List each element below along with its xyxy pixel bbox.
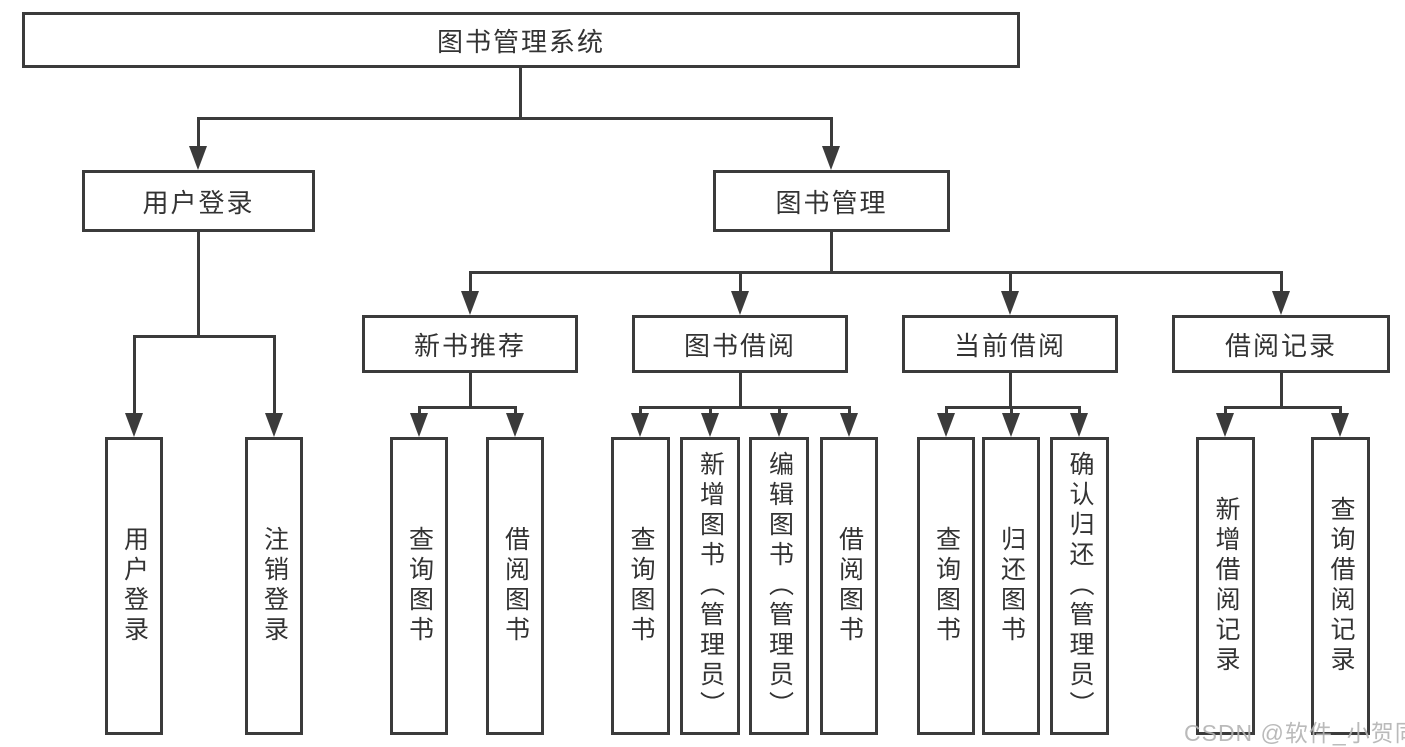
node-user-login: 用户登录: [82, 170, 315, 232]
leaf-user-login: 用户登录: [105, 437, 163, 735]
arrow-down-icon: [701, 413, 719, 437]
connector-current-borrowing-drop: [1077, 407, 1081, 417]
connector-borrowing-records-bar: [1223, 405, 1342, 409]
arrow-down-icon: [1216, 413, 1234, 437]
arrow-down-icon: [1272, 291, 1290, 315]
connector-book-borrowing-drop: [638, 407, 642, 417]
arrow-down-icon: [125, 413, 143, 437]
connector-current-borrowing-drop: [944, 407, 948, 417]
arrow-down-icon: [265, 413, 283, 437]
node-current-borrowing: 当前借阅: [902, 315, 1118, 373]
connector-book-borrowing-stem: [738, 373, 742, 407]
leaf-query-books-recommend: 查询图书: [390, 437, 448, 735]
connector-user-login-bar: [132, 334, 276, 338]
arrow-down-icon: [631, 413, 649, 437]
connector-book-management-drop: [1008, 272, 1012, 295]
arrow-down-icon: [731, 291, 749, 315]
arrow-down-icon: [840, 413, 858, 437]
leaf-logout: 注销登录: [245, 437, 303, 735]
node-book-management: 图书管理: [713, 170, 950, 232]
leaf-query-books-borrowing: 查询图书: [611, 437, 670, 735]
leaf-borrow-books-borrowing: 借阅图书: [820, 437, 878, 735]
connector-current-borrowing-drop: [1009, 407, 1013, 417]
arrow-down-icon: [461, 291, 479, 315]
node-new-book-recommendation: 新书推荐: [362, 315, 578, 373]
arrow-down-icon: [770, 413, 788, 437]
connector-book-borrowing-drop: [708, 407, 712, 417]
connector-borrowing-records-drop: [1223, 407, 1227, 417]
arrow-down-icon: [506, 413, 524, 437]
connector-book-borrowing-drop: [777, 407, 781, 417]
connector-root-bar: [196, 116, 833, 120]
arrow-down-icon: [822, 146, 840, 170]
connector-current-borrowing-stem: [1008, 373, 1012, 407]
connector-new-book-recommendation-drop: [417, 407, 421, 417]
connector-new-book-recommendation-bar: [417, 405, 517, 409]
leaf-add-borrowing-record: 新增借阅记录: [1196, 437, 1255, 735]
arrow-down-icon: [1331, 413, 1349, 437]
csdn-watermark: CSDN @软件_小贺同学: [1184, 720, 1405, 746]
connector-root-drop: [196, 118, 200, 150]
leaf-query-books-current: 查询图书: [917, 437, 975, 735]
connector-book-management-drop: [1279, 272, 1283, 295]
node-borrowing-records: 借阅记录: [1172, 315, 1390, 373]
connector-user-login-drop: [132, 336, 136, 417]
arrow-down-icon: [1070, 413, 1088, 437]
connector-book-borrowing-bar: [638, 405, 851, 409]
arrow-down-icon: [937, 413, 955, 437]
arrow-down-icon: [189, 146, 207, 170]
connector-book-management-bar: [468, 270, 1283, 274]
connector-new-book-recommendation-drop: [513, 407, 517, 417]
connector-book-management-stem: [829, 232, 833, 272]
arrow-down-icon: [1001, 291, 1019, 315]
arrow-down-icon: [410, 413, 428, 437]
leaf-edit-books-admin: 编辑图书（管理员）: [749, 437, 809, 735]
leaf-confirm-return-admin: 确认归还（管理员）: [1050, 437, 1109, 735]
leaf-borrow-books-recommend: 借阅图书: [486, 437, 544, 735]
node-book-borrowing: 图书借阅: [632, 315, 848, 373]
connector-user-login-stem: [196, 232, 200, 336]
connector-root-stem: [518, 68, 522, 118]
node-book-management-system: 图书管理系统: [22, 12, 1020, 68]
connector-book-borrowing-drop: [847, 407, 851, 417]
connector-borrowing-records-drop: [1338, 407, 1342, 417]
leaf-query-borrowing-record: 查询借阅记录: [1311, 437, 1370, 735]
connector-current-borrowing-bar: [944, 405, 1081, 409]
arrow-down-icon: [1002, 413, 1020, 437]
connector-book-management-drop: [468, 272, 472, 295]
connector-borrowing-records-stem: [1279, 373, 1283, 407]
connector-user-login-drop: [272, 336, 276, 417]
connector-new-book-recommendation-stem: [468, 373, 472, 407]
leaf-add-books-admin: 新增图书（管理员）: [680, 437, 740, 735]
leaf-return-books: 归还图书: [982, 437, 1040, 735]
connector-book-management-drop: [738, 272, 742, 295]
connector-root-drop: [829, 118, 833, 150]
